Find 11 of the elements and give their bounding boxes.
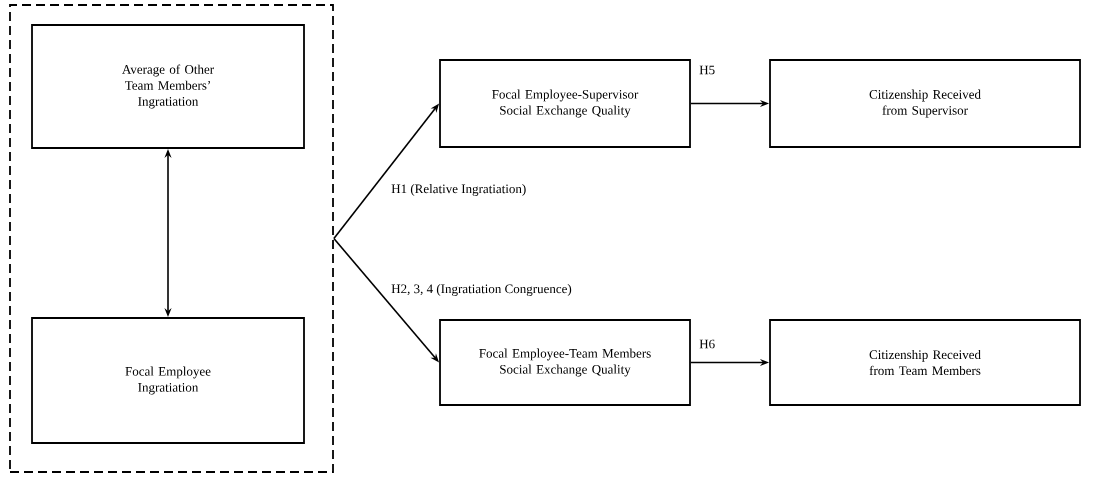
edge-label: H2, 3, 4 (Ingratiation Congruence) xyxy=(390,283,573,297)
group-box xyxy=(9,4,334,473)
text-box: Focal Employee Ingratiation xyxy=(31,317,305,444)
edge-label: H1 (Relative Ingratiation) xyxy=(390,183,528,197)
text-box: Citizenship Received from Supervisor xyxy=(769,59,1081,148)
text-box: Average of Other Team Members’ Ingratiation xyxy=(31,24,305,149)
edge-label: H6 xyxy=(698,338,717,350)
text-box: Focal Employee-Supervisor Social Exchange Quality xyxy=(439,59,691,148)
text-box: Focal Employee-Team Members Social Exchange Quality xyxy=(439,319,691,406)
text-box: Citizenship Received from Team Members xyxy=(769,319,1081,406)
edge-label: H5 xyxy=(698,64,717,76)
